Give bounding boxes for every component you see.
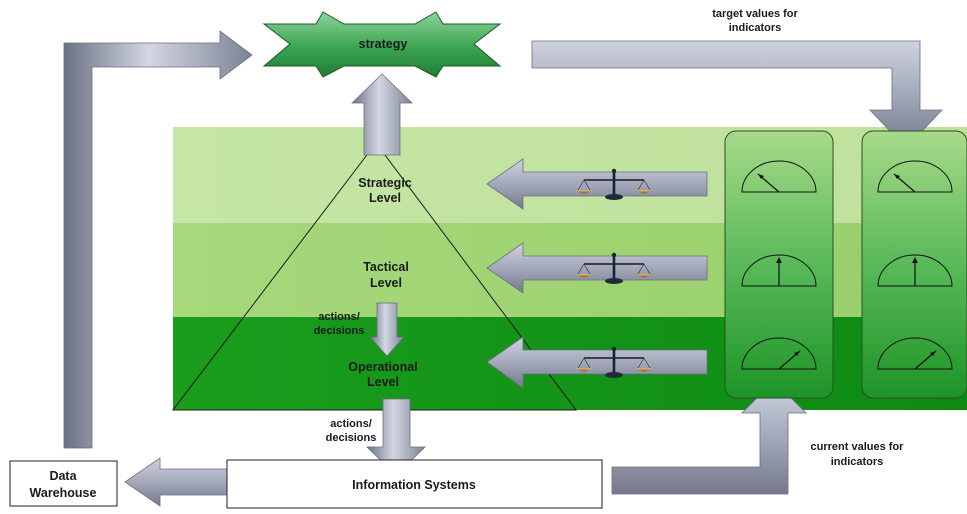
- strategic-level-label-line2: Level: [369, 191, 401, 205]
- gauge-icon: [877, 337, 953, 370]
- arrow-up-to-strategy: [351, 73, 413, 156]
- gauge-icon: [741, 337, 817, 370]
- information-systems-label: Information Systems: [352, 478, 476, 492]
- actions-decisions-inner-line2: decisions: [314, 325, 365, 337]
- tactical-level-label-line2: Level: [370, 276, 402, 290]
- strategic-level-label-line1: Strategic: [358, 176, 412, 190]
- data-warehouse-label-line2: Warehouse: [30, 486, 97, 500]
- information-systems-box: [226, 459, 603, 509]
- management-pyramid: [171, 142, 577, 411]
- actions-decisions-inner-line1: actions/: [318, 311, 360, 323]
- current-values-label-line1: current values for: [811, 441, 905, 453]
- strategy-star: [262, 11, 502, 78]
- arrow-feedback-tactical: [486, 242, 708, 294]
- balance-scale-icon: [576, 346, 652, 378]
- tactical-level-label-line1: Tactical: [363, 260, 409, 274]
- balance-scale-icon: [576, 168, 652, 200]
- arrow-warehouse-to-strategy: [63, 30, 253, 449]
- actions-decisions-outer-line1: actions/: [330, 418, 372, 430]
- arrow-feedback-strategic: [486, 158, 708, 210]
- balance-scale-icon: [576, 252, 652, 284]
- strategy-label: strategy: [359, 37, 408, 51]
- gauge-icon: [877, 254, 953, 287]
- gauge-icon: [877, 160, 953, 193]
- gauge-icon: [741, 254, 817, 287]
- actions-decisions-outer-line2: decisions: [326, 432, 377, 444]
- arrow-target-values: [531, 40, 943, 149]
- target-values-label-line2: indicators: [729, 22, 782, 34]
- arrow-is-to-warehouse: [124, 457, 228, 507]
- target-values-label-line1: target values for: [712, 8, 798, 20]
- data-warehouse-box: [9, 460, 118, 507]
- arrow-feedback-operational: [486, 336, 708, 389]
- data-warehouse-label-line1: Data: [49, 469, 77, 483]
- arrow-tactical-to-operational: [369, 302, 405, 357]
- current-values-label-line2: indicators: [831, 456, 884, 468]
- operational-level-label-line1: Operational: [348, 360, 417, 374]
- operational-level-label-line2: Level: [367, 375, 399, 389]
- gauge-icon: [741, 160, 817, 193]
